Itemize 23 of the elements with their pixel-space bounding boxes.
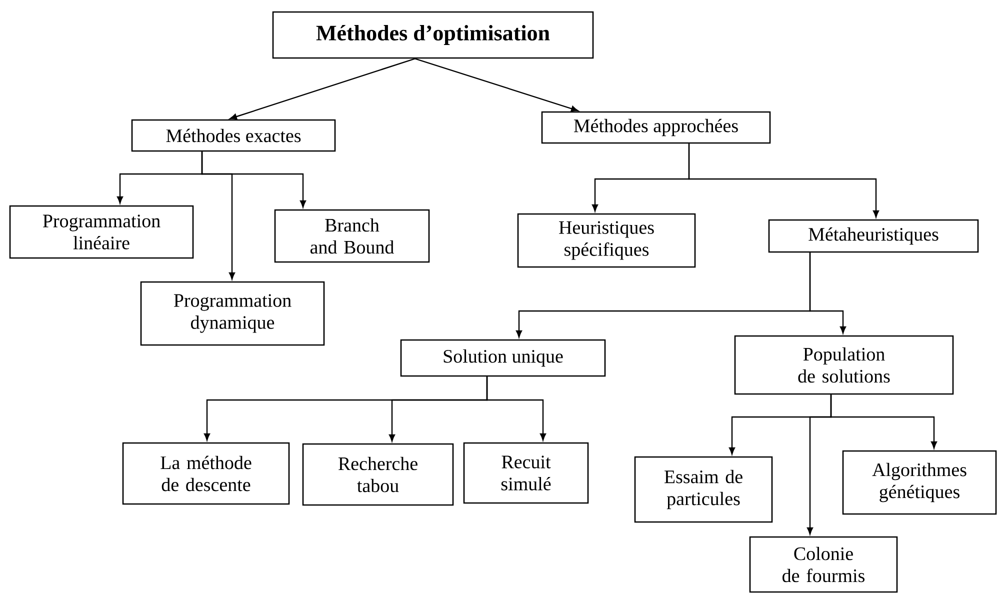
method-box: Essaim de particules bbox=[634, 456, 773, 523]
method-box: Programmation dynamique bbox=[140, 281, 325, 346]
method-box: Programmation linéaire bbox=[9, 205, 194, 259]
method-box: Méthodes approchées bbox=[541, 111, 771, 144]
arrow bbox=[414, 58, 578, 112]
method-box: Recuit simulé bbox=[463, 442, 589, 504]
arrow bbox=[688, 144, 880, 218]
method-box: Solution unique bbox=[400, 339, 606, 377]
title-box: Méthodes d’optimisation bbox=[272, 11, 594, 59]
arrow bbox=[809, 252, 846, 334]
arrow bbox=[486, 376, 546, 441]
method-box: Métaheuristiques bbox=[768, 219, 979, 253]
method-box: Heuristiques spécifiques bbox=[517, 213, 696, 268]
arrow bbox=[830, 394, 938, 449]
method-box: Colonie de fourmis bbox=[749, 536, 898, 593]
method-box: La méthode de descente bbox=[122, 442, 290, 505]
method-box: Branch and Bound bbox=[274, 209, 430, 263]
arrow bbox=[201, 152, 306, 208]
method-box: Algorithmes génétiques bbox=[842, 450, 997, 515]
method-box: Recherche tabou bbox=[302, 443, 454, 506]
arrow bbox=[230, 58, 416, 120]
method-box: Méthodes exactes bbox=[131, 119, 336, 152]
method-box: Population de solutions bbox=[734, 335, 954, 395]
